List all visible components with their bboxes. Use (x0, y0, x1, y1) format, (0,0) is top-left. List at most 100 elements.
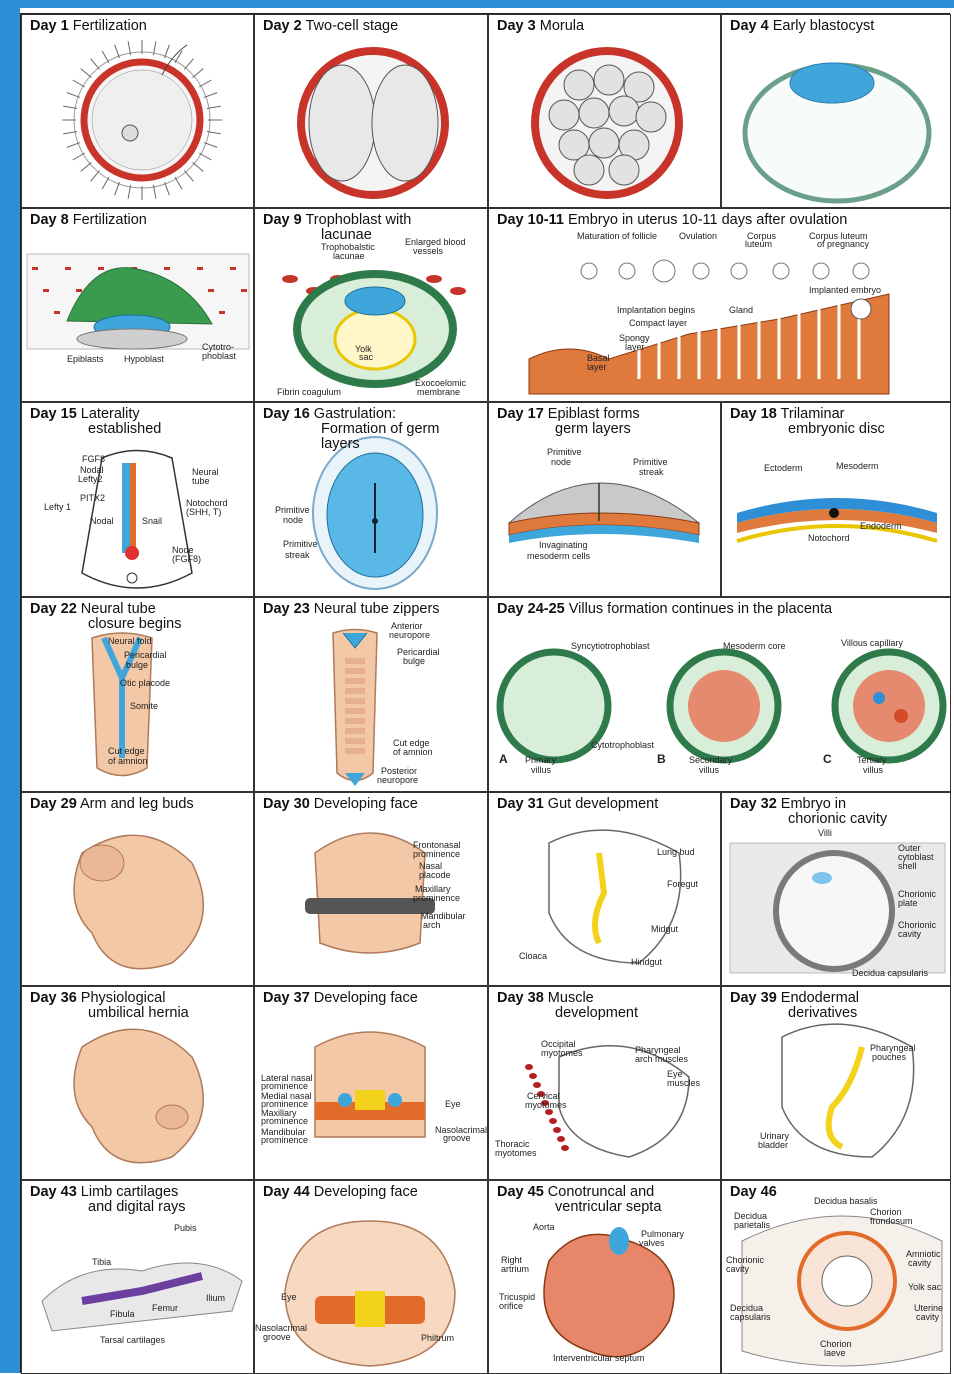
day-label: Day 15 (30, 406, 77, 422)
sperm-tail (165, 182, 170, 195)
title-text-line2: and digital rays (30, 1200, 247, 1215)
label: Eye (281, 1292, 297, 1302)
label: Cytotrophoblast (591, 740, 655, 750)
label: Tibia (92, 1257, 111, 1267)
label: vessels (413, 246, 444, 256)
panel-title: Day 24-25 Villus formation continues in … (497, 602, 944, 617)
philtrum (355, 1291, 385, 1327)
title-text-line2: lacunae (263, 228, 481, 243)
notochord (130, 463, 136, 553)
label: Tarsal cartilages (100, 1335, 166, 1345)
label: arch muscles (635, 1054, 689, 1064)
title-text: Neural tube zippers (314, 601, 440, 617)
panel-endodermal: PharyngealpouchesUrinarybladderDay 39 En… (721, 986, 951, 1180)
sperm-tail (184, 171, 193, 182)
blastomere (609, 96, 639, 126)
panel-face-37: Lateral nasalprominenceMedial nasalpromi… (254, 986, 488, 1180)
title-text-line2: closure begins (30, 617, 247, 632)
panel-uterus: Maturation of follicleOvulationCorpuslut… (488, 208, 951, 402)
title-text-line2: germ layers (497, 422, 714, 437)
label: Cut edge (108, 746, 145, 756)
label: myotomes (495, 1148, 537, 1158)
label: villus (863, 765, 884, 775)
sperm-tail (193, 162, 204, 171)
title-text: Embryo in (781, 796, 846, 812)
illustration-face-37: Lateral nasalprominenceMedial nasalpromi… (255, 987, 488, 1180)
label: valves (639, 1238, 665, 1248)
panel-title: Day 23 Neural tube zippers (263, 602, 481, 617)
label: Fibula (110, 1309, 135, 1319)
blastomere (636, 102, 666, 132)
blood-vessel (241, 289, 247, 292)
panel-implantation: EpiblastsHypoblastCytotro-phoblastDay 8 … (21, 208, 254, 402)
somite (345, 728, 365, 734)
label: membrane (417, 387, 460, 397)
panel-title: Day 37 Developing face (263, 991, 481, 1006)
sperm-tail (73, 153, 85, 160)
title-text-line2: embryonic disc (730, 422, 944, 437)
cloaca (127, 573, 137, 583)
day-label: Day 37 (263, 990, 310, 1006)
blastomere (589, 128, 619, 158)
panel-title: Day 45 Conotruncal andventricular septa (497, 1185, 714, 1215)
day-label: Day 38 (497, 990, 544, 1006)
label: prominence (261, 1135, 308, 1145)
panel-decidua: Decidua basalisDeciduaparietalisChorionf… (721, 1180, 951, 1374)
day-label: Day 46 (730, 1184, 777, 1200)
somite (345, 658, 365, 664)
label: tube (192, 476, 210, 486)
blastomere (609, 155, 639, 185)
label: Ilium (206, 1293, 225, 1303)
blood-vessel (54, 311, 60, 314)
panel-face-30: FrontonasalprominenceNasalplacodeMaxilla… (254, 792, 488, 986)
sperm-tail (165, 45, 170, 58)
amniotic-cavity (822, 1256, 872, 1306)
title-text: Embryo in uterus 10-11 days after ovulat… (568, 212, 847, 228)
panel-gastrulation: PrimitivenodePrimitivestreakDay 16 Gastr… (254, 402, 488, 597)
title-text-line2: derivatives (730, 1006, 944, 1021)
myotome (533, 1082, 541, 1088)
day-label: Day 9 (263, 212, 302, 228)
title-text: Conotruncal and (548, 1184, 654, 1200)
day-label: Day 22 (30, 601, 77, 617)
label: Gland (729, 305, 753, 315)
panel-limb-cartilage: PubisTibiaIliumFemurFibulaTarsal cartila… (21, 1180, 254, 1374)
title-text: Epiblast forms (548, 406, 640, 422)
title-text: Fertilization (73, 18, 147, 34)
label: lacunae (333, 251, 365, 261)
panel-muscle: OccipitalmyotomesPharyngealarch musclesC… (488, 986, 721, 1180)
blood-vessel (43, 289, 49, 292)
panel-neural-tube-closure: Neural foldPericardialbulgeOtic placodeS… (21, 597, 254, 792)
label: villus (531, 765, 552, 775)
illustration-implantation: EpiblastsHypoblastCytotro-phoblast (22, 209, 254, 402)
label: Notochord (808, 533, 850, 543)
primitive-node (372, 518, 378, 524)
label: laeve (824, 1348, 846, 1358)
oocyte (92, 70, 192, 170)
label: Otic placode (120, 678, 170, 688)
label: of amnion (393, 747, 433, 757)
title-text: Trophoblast with (305, 212, 411, 228)
title-text: Endodermal (781, 990, 859, 1006)
top-accent-bar (0, 0, 954, 8)
myotome (557, 1136, 565, 1142)
title-text-line2: established (30, 422, 247, 437)
panel-title: Day 22 Neural tubeclosure begins (30, 602, 247, 632)
day-label: Day 39 (730, 990, 777, 1006)
panel-title: Day 46 (730, 1185, 944, 1200)
day-label: Day 43 (30, 1184, 77, 1200)
panel-epiblast: PrimitivenodePrimitivestreakInvaginating… (488, 402, 721, 597)
panel-two-cell: Day 2 Two-cell stage (254, 14, 488, 208)
illustration-fertilization (22, 15, 254, 208)
yolk-sac (335, 309, 415, 369)
node (125, 546, 139, 560)
panel-title: Day 43 Limb cartilagesand digital rays (30, 1185, 247, 1215)
day-label: Day 18 (730, 406, 777, 422)
label: muscles (667, 1078, 701, 1088)
label: B (657, 752, 666, 766)
label: Lung bud (657, 847, 695, 857)
label: villus (699, 765, 720, 775)
blood-vessel (208, 289, 214, 292)
sperm-tail (91, 59, 100, 70)
